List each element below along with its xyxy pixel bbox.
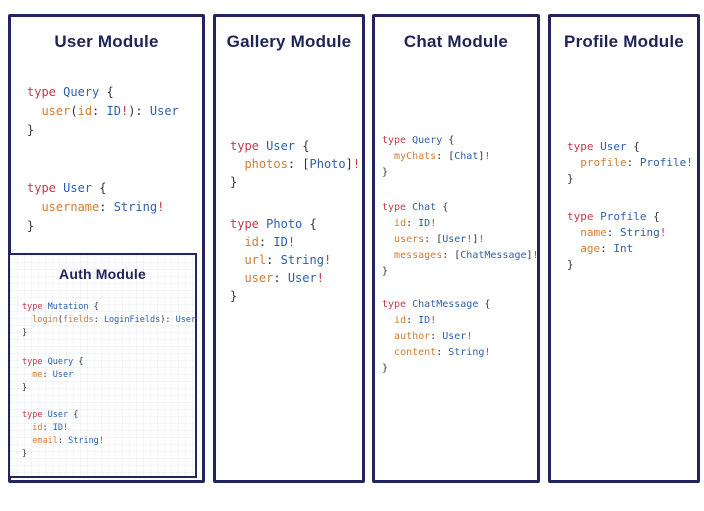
code-block: type ChatMessage { id: ID! author: User!… (382, 299, 491, 374)
code-block: type Photo { id: ID! url: String! user: … (230, 217, 332, 303)
panel-title: Gallery Module (226, 32, 352, 51)
code-block: type User { profile: Profile!} (567, 140, 693, 185)
panel-title: User Module (54, 32, 159, 51)
code-block: type User { id: ID! email: String!} (22, 410, 104, 459)
code-block: type User { username: String!} (27, 181, 165, 233)
code-block: type Chat { id: ID! users: [User!]! mess… (382, 202, 539, 277)
code-block: type Mutation { login(fields: LoginField… (22, 302, 197, 338)
panel-title: Auth Module (59, 266, 146, 282)
code-block: type Query { myChats: [Chat]!} (382, 135, 491, 178)
code-block: type Profile { name: String! age: Int} (567, 210, 667, 271)
code-block: type User { photos: [Photo]!} (230, 139, 361, 189)
user-module-panel: User Module type Query { user(id: ID!): … (8, 14, 205, 483)
panel-title: Chat Module (403, 32, 509, 51)
auth-module-panel: Auth Module type Mutation { login(fields… (8, 253, 197, 478)
code-block: type Query { user(id: ID!): User} (27, 85, 179, 137)
profile-module-panel: Profile Module type User { profile: Prof… (548, 14, 700, 483)
code-block: type Query { me: User} (22, 357, 84, 393)
panel-title: Profile Module (564, 32, 684, 51)
gallery-module-panel: Gallery Module type User { photos: [Phot… (213, 14, 365, 483)
chat-module-panel: Chat Module type Query { myChats: [Chat]… (372, 14, 540, 483)
